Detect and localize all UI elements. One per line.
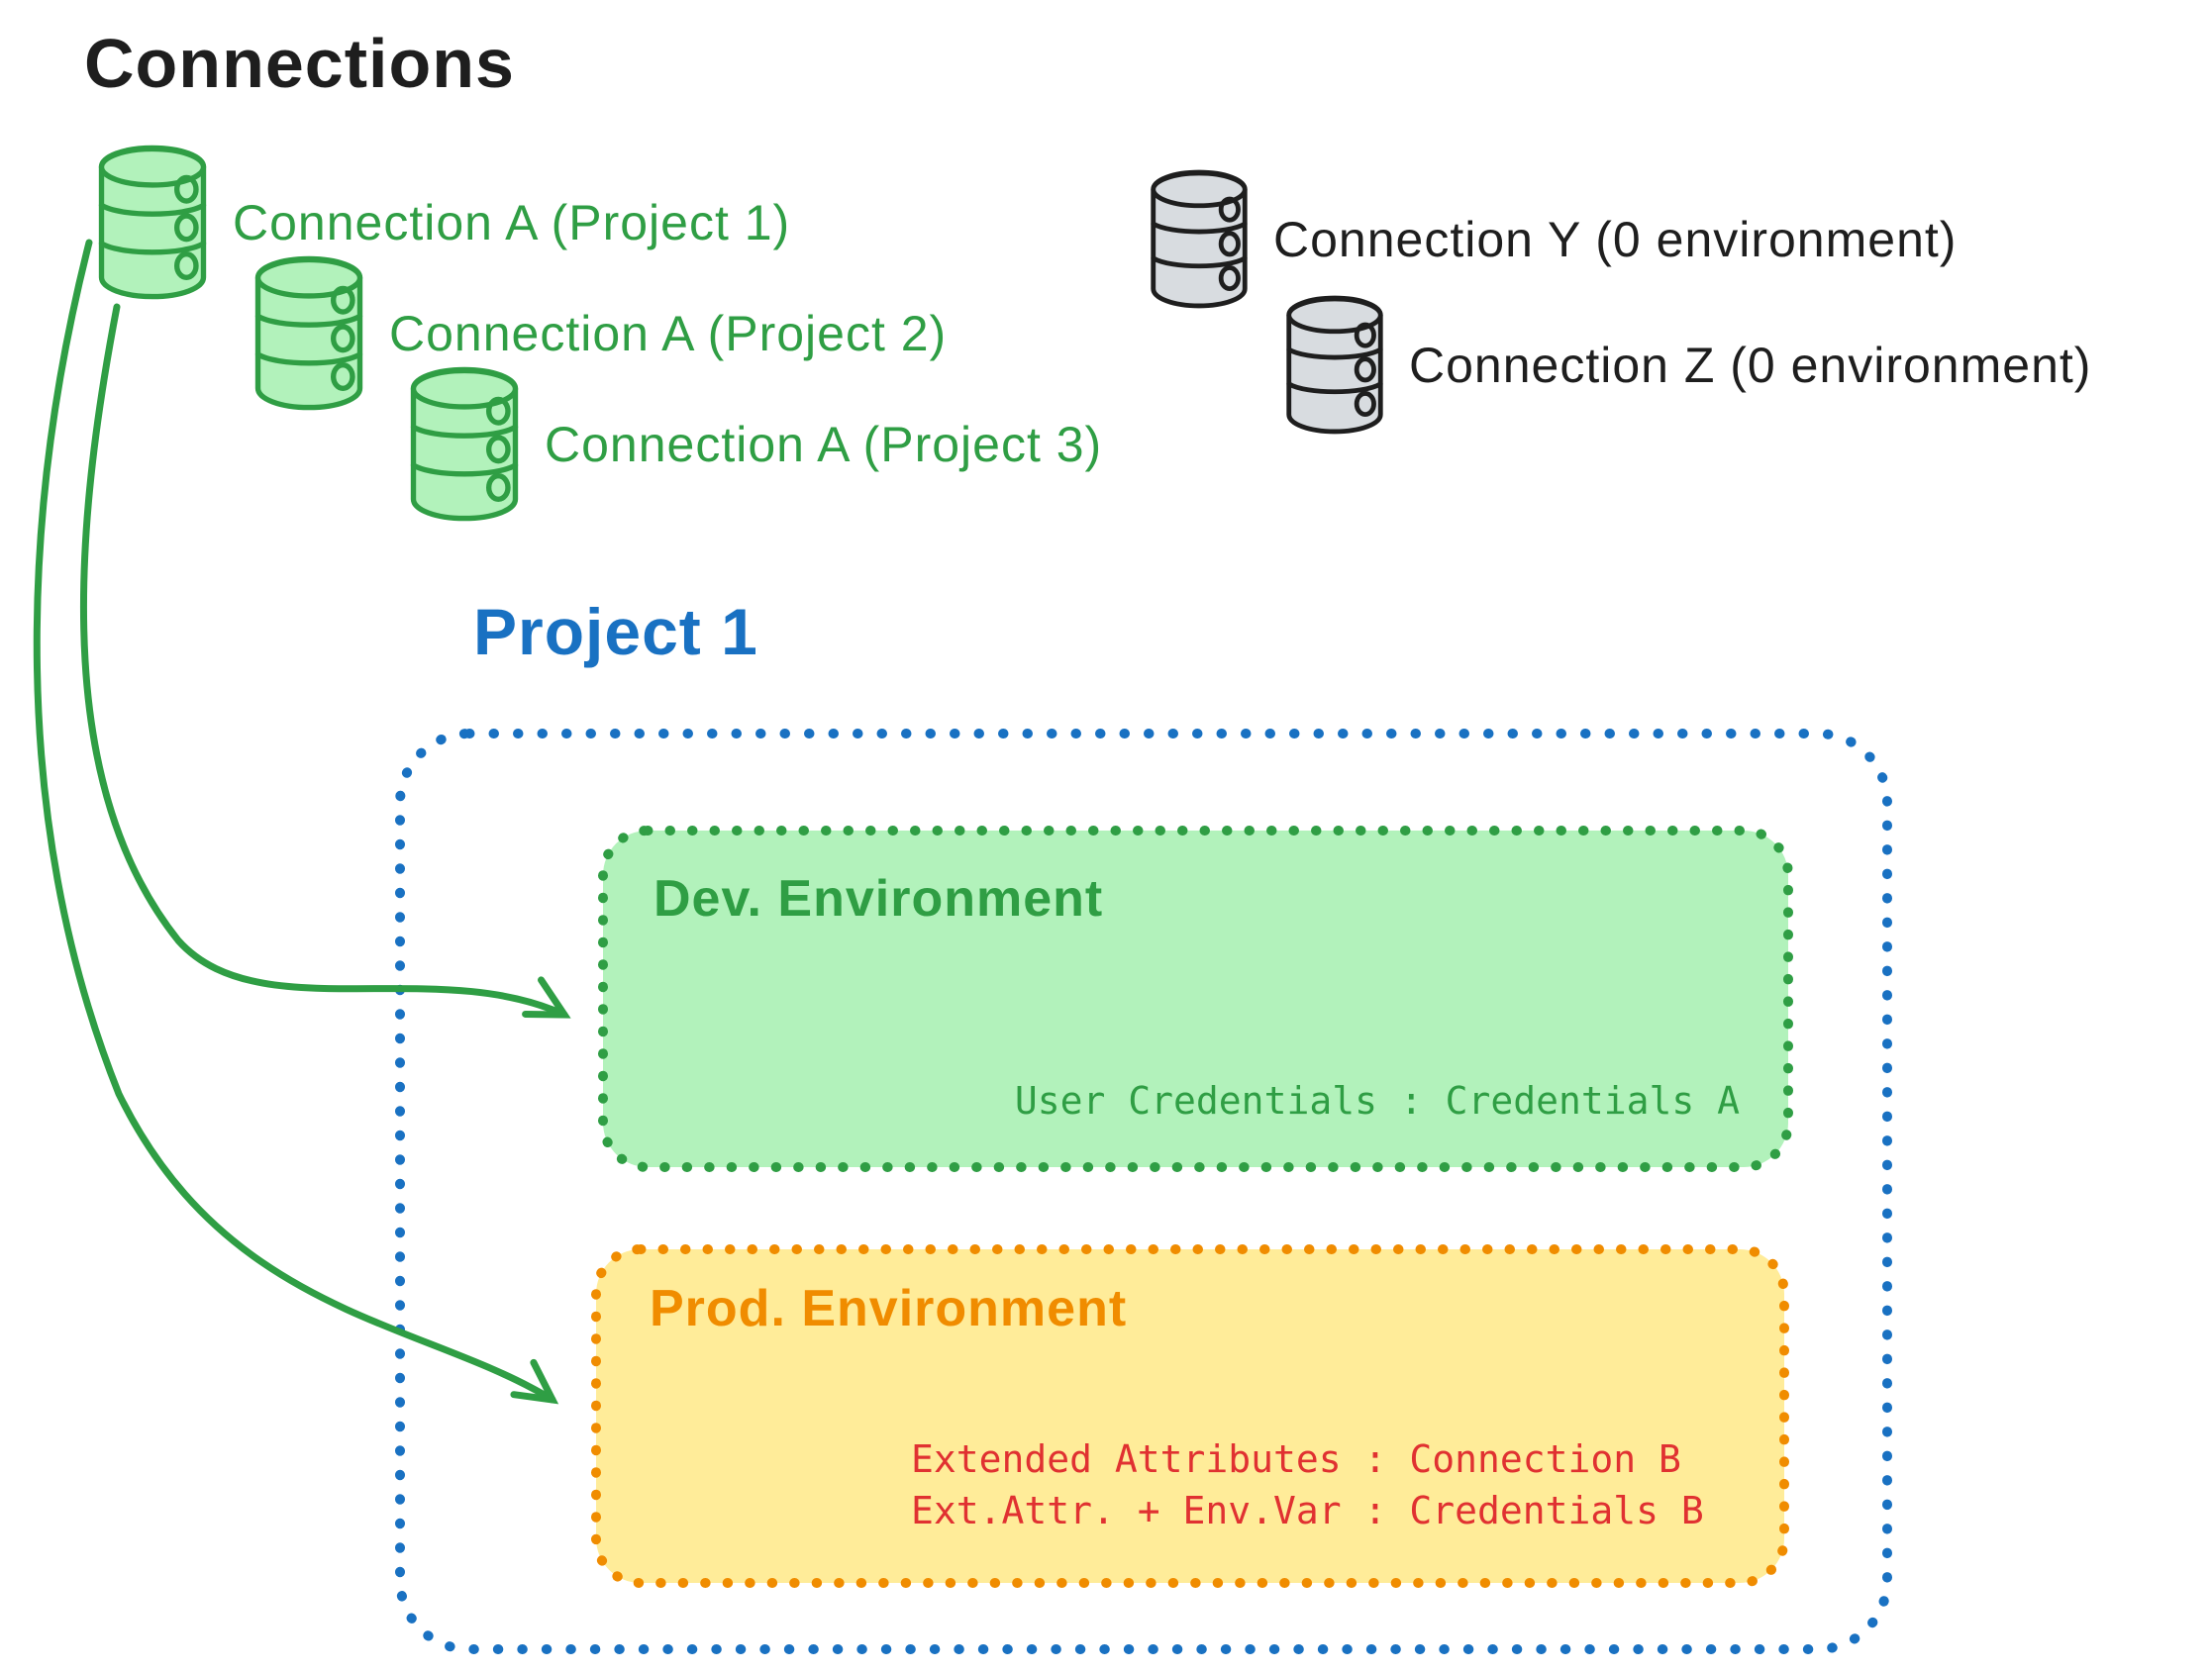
database-icon (1147, 168, 1252, 310)
connection-label: Connection A (Project 2) (389, 305, 948, 361)
database-icon (251, 254, 367, 412)
prod-environment-name: Prod. Environment (650, 1280, 1128, 1337)
connection-label: Connection A (Project 1) (233, 194, 791, 250)
prod-binding-line: Ext.Attr. + Env.Var : Credentials B (911, 1489, 1704, 1532)
dev-environment-name: Dev. Environment (654, 870, 1104, 928)
connection-a-project-3: Connection A (Project 3) (406, 365, 1102, 523)
prod-binding-line: Extended Attributes : Connection B (911, 1437, 1681, 1481)
database-icon (1282, 294, 1387, 436)
connection-label: Connection A (Project 3) (545, 416, 1103, 472)
connection-label: Connection Z (0 environment) (1409, 337, 2092, 393)
diagram-title: Connections (84, 25, 515, 102)
connection-a-project-2: Connection A (Project 2) (251, 254, 947, 412)
connection-z: Connection Z (0 environment) (1282, 294, 2091, 436)
connection-y: Connection Y (0 environment) (1147, 168, 1957, 310)
project-title: Project 1 (473, 595, 758, 668)
connection-a-project-1: Connection A (Project 1) (94, 144, 790, 301)
connection-label: Connection Y (0 environment) (1273, 211, 1958, 267)
dev-environment-binding: User Credentials : Credentials A (1014, 1079, 1740, 1123)
database-icon (406, 365, 523, 523)
prod-environment-bindings: Extended Attributes : Connection B Ext.A… (911, 1433, 1704, 1536)
database-icon (94, 144, 211, 301)
